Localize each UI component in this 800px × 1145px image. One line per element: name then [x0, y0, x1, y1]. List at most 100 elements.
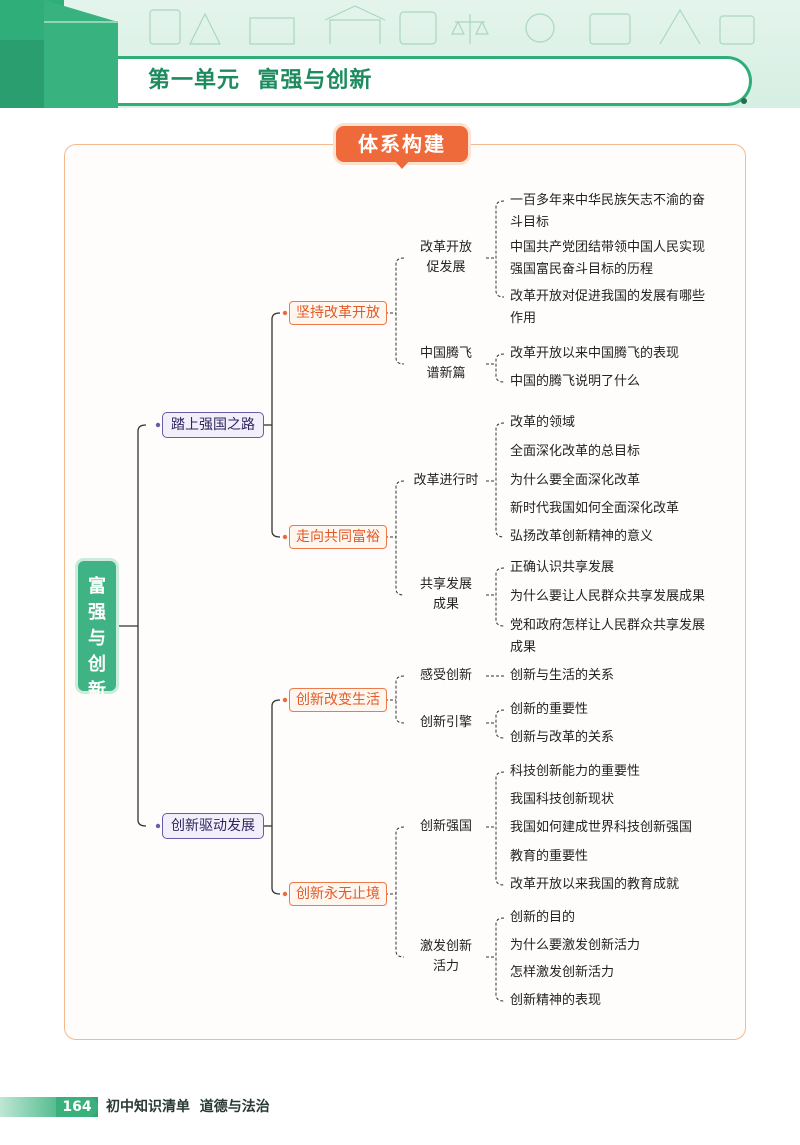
text-line: 中国腾飞: [419, 346, 472, 361]
text-line: 我国如何建成世界科技创新强国: [510, 820, 693, 835]
connector-dot: [282, 310, 288, 316]
leaf-item: 改革开放以来中国腾飞的表现: [510, 343, 679, 365]
unit-name: 富强与创新: [257, 68, 373, 93]
text-line: 斗目标: [510, 215, 550, 230]
banner-pointer: [394, 160, 410, 169]
connector-bracket: [495, 709, 505, 739]
text-line: 创新的目的: [510, 910, 576, 925]
text-line: 作用: [510, 311, 537, 326]
connector-dot: [282, 697, 288, 703]
footer-title: 初中知识清单 道德与法治: [106, 1097, 270, 1117]
connector-dot: [282, 891, 288, 897]
text-line: 我国科技创新现状: [510, 792, 615, 807]
sub-branch-node: 创新永无止境: [289, 882, 387, 906]
unit-title-bar: [0, 56, 752, 106]
text-line: 创新的重要性: [510, 702, 589, 717]
leaf-item: 弘扬改革创新精神的意义: [510, 526, 653, 548]
connector-bracket: [495, 771, 505, 886]
leaf-item: 创新与生活的关系: [510, 665, 614, 687]
leaf-item: 一百多年来中华民族矢志不渝的奋斗目标: [510, 190, 705, 234]
text-line: 激发创新: [419, 939, 472, 954]
header-doodles-illustration: [149, 5, 755, 45]
root-char: 与: [88, 628, 106, 649]
connector-bracket: [495, 567, 505, 627]
topic-node: 共享发展成果: [406, 575, 486, 615]
text-line: 改革的领域: [510, 415, 576, 430]
text-line: 促发展: [426, 260, 466, 275]
connector-bracket: [395, 675, 405, 724]
text-line: 共享发展: [419, 577, 472, 592]
text-line: 党和政府怎样让人民群众共享发展: [510, 618, 706, 633]
leaf-item: 创新的重要性: [510, 699, 588, 721]
topic-node: 改革进行时: [406, 471, 486, 491]
footer-book: 初中知识清单: [106, 1099, 190, 1115]
connector-bracket: [271, 312, 281, 538]
text-line: 创新与生活的关系: [510, 668, 615, 683]
footer-subject: 道德与法治: [199, 1099, 270, 1115]
root-char: 强: [88, 602, 106, 623]
connector-dot: [282, 534, 288, 540]
text-line: 教育的重要性: [510, 849, 589, 864]
branch-node: 踏上强国之路: [162, 412, 264, 438]
topic-node: 改革开放促发展: [406, 238, 486, 278]
text-line: 改革开放: [419, 240, 472, 255]
root-char: 创: [88, 654, 106, 675]
text-line: 创新强国: [419, 819, 472, 834]
text-line: 成果: [510, 640, 537, 655]
connector-bracket: [137, 424, 147, 827]
unit-title: 第一单元 富强与创新: [148, 63, 372, 99]
leaf-item: 改革开放以来我国的教育成就: [510, 874, 679, 896]
leaf-item: 党和政府怎样让人民群众共享发展成果: [510, 615, 705, 659]
topic-node: 创新引擎: [406, 713, 486, 733]
root-char: 新: [88, 680, 106, 701]
text-line: 弘扬改革创新精神的意义: [510, 529, 654, 544]
connector-bracket: [395, 480, 405, 596]
text-line: 科技创新能力的重要性: [510, 764, 641, 779]
connector-bracket: [495, 917, 505, 1002]
topic-node: 创新强国: [406, 817, 486, 837]
leaf-item: 中国共产党团结带领中国人民实现强国富民奋斗目标的历程: [510, 237, 705, 281]
connector-bracket: [395, 257, 405, 365]
leaf-item: 为什么要让人民群众共享发展成果: [510, 586, 705, 608]
text-line: 创新引擎: [419, 715, 472, 730]
leaf-item: 中国的腾飞说明了什么: [510, 371, 640, 393]
topic-node: 中国腾飞谱新篇: [406, 344, 486, 384]
text-line: 改革开放以来我国的教育成就: [510, 877, 680, 892]
text-line: 改革开放对促进我国的发展有哪些: [510, 289, 706, 304]
text-line: 正确认识共享发展: [510, 560, 615, 575]
leaf-item: 为什么要激发创新活力: [510, 935, 640, 957]
text-line: 强国富民奋斗目标的历程: [510, 262, 654, 277]
leaf-item: 创新精神的表现: [510, 990, 601, 1012]
leaf-item: 全面深化改革的总目标: [510, 441, 640, 463]
text-line: 创新精神的表现: [510, 993, 602, 1008]
header-dot: [741, 98, 747, 104]
text-line: 怎样激发创新活力: [510, 965, 615, 980]
text-line: 改革进行时: [413, 473, 479, 488]
leaf-item: 新时代我国如何全面深化改革: [510, 498, 679, 520]
text-line: 谱新篇: [426, 366, 466, 381]
mindmap-root: 富 强 与 创 新: [78, 561, 116, 701]
text-line: 为什么要让人民群众共享发展成果: [510, 589, 706, 604]
connector-bracket: [495, 200, 505, 298]
connector-bracket: [495, 353, 505, 383]
page-number: 164: [56, 1097, 98, 1117]
unit-label: 第一单元: [148, 68, 241, 93]
text-line: 新时代我国如何全面深化改革: [510, 501, 680, 516]
text-line: 一百多年来中华民族矢志不渝的奋: [510, 193, 706, 208]
leaf-item: 改革的领域: [510, 412, 575, 434]
leaf-item: 为什么要全面深化改革: [510, 470, 640, 492]
text-line: 创新与改革的关系: [510, 730, 615, 745]
text-line: 改革开放以来中国腾飞的表现: [510, 346, 680, 361]
leaf-item: 我国如何建成世界科技创新强国: [510, 817, 692, 839]
topic-node: 激发创新活力: [406, 937, 486, 977]
sub-branch-node: 走向共同富裕: [289, 525, 387, 549]
root-char: 富: [88, 576, 106, 597]
text-line: 感受创新: [419, 668, 472, 683]
text-line: 活力: [432, 959, 459, 974]
content-frame: [64, 144, 746, 1040]
text-line: 中国共产党团结带领中国人民实现: [510, 240, 706, 255]
sub-branch-node: 坚持改革开放: [289, 301, 387, 325]
leaf-item: 教育的重要性: [510, 846, 588, 868]
text-line: 中国的腾飞说明了什么: [510, 374, 641, 389]
